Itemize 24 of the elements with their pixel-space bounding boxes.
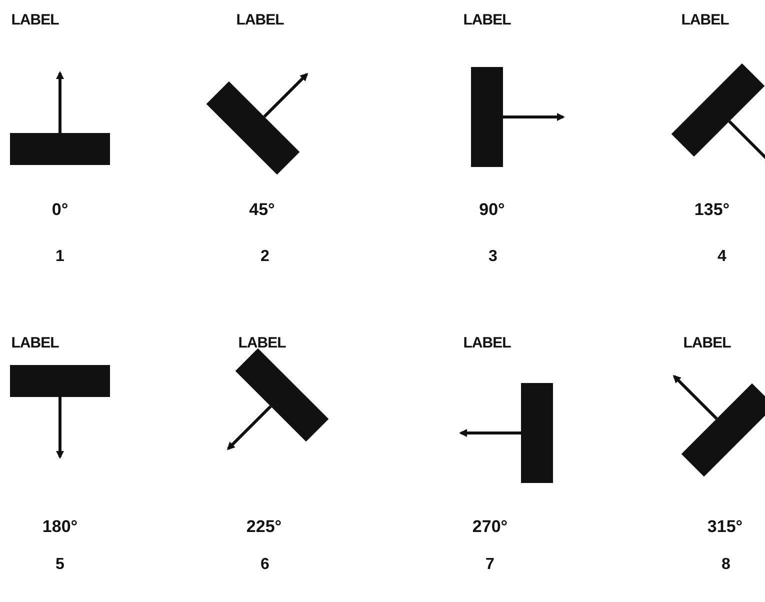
angle-label: 315° xyxy=(707,517,743,537)
panel-number: 7 xyxy=(486,556,494,574)
angle-label: 225° xyxy=(246,517,282,537)
panel-number: 1 xyxy=(56,248,64,266)
panel-number: 8 xyxy=(722,556,730,574)
panel-label: LABEL xyxy=(11,12,59,28)
panel-number: 2 xyxy=(260,248,270,266)
angle-label: 135° xyxy=(694,200,730,220)
panel-label: LABEL xyxy=(11,334,59,352)
panel-label: LABEL xyxy=(463,334,511,352)
panel-label: LABEL xyxy=(236,12,284,28)
panel-label: LABEL xyxy=(463,12,511,28)
panel-label: LABEL xyxy=(238,334,286,352)
angle-label: 180° xyxy=(42,517,78,537)
angle-label: 270° xyxy=(472,517,508,537)
angle-label: 90° xyxy=(479,200,505,220)
panel-number: 4 xyxy=(718,248,726,266)
panel-number: 6 xyxy=(260,556,270,574)
panel-label: LABEL xyxy=(683,334,731,352)
panel-number: 3 xyxy=(488,248,498,266)
panel-label: LABEL xyxy=(681,12,729,28)
angle-label: 45° xyxy=(249,200,275,220)
angle-label: 0° xyxy=(52,200,68,220)
panel-number: 5 xyxy=(56,556,64,574)
